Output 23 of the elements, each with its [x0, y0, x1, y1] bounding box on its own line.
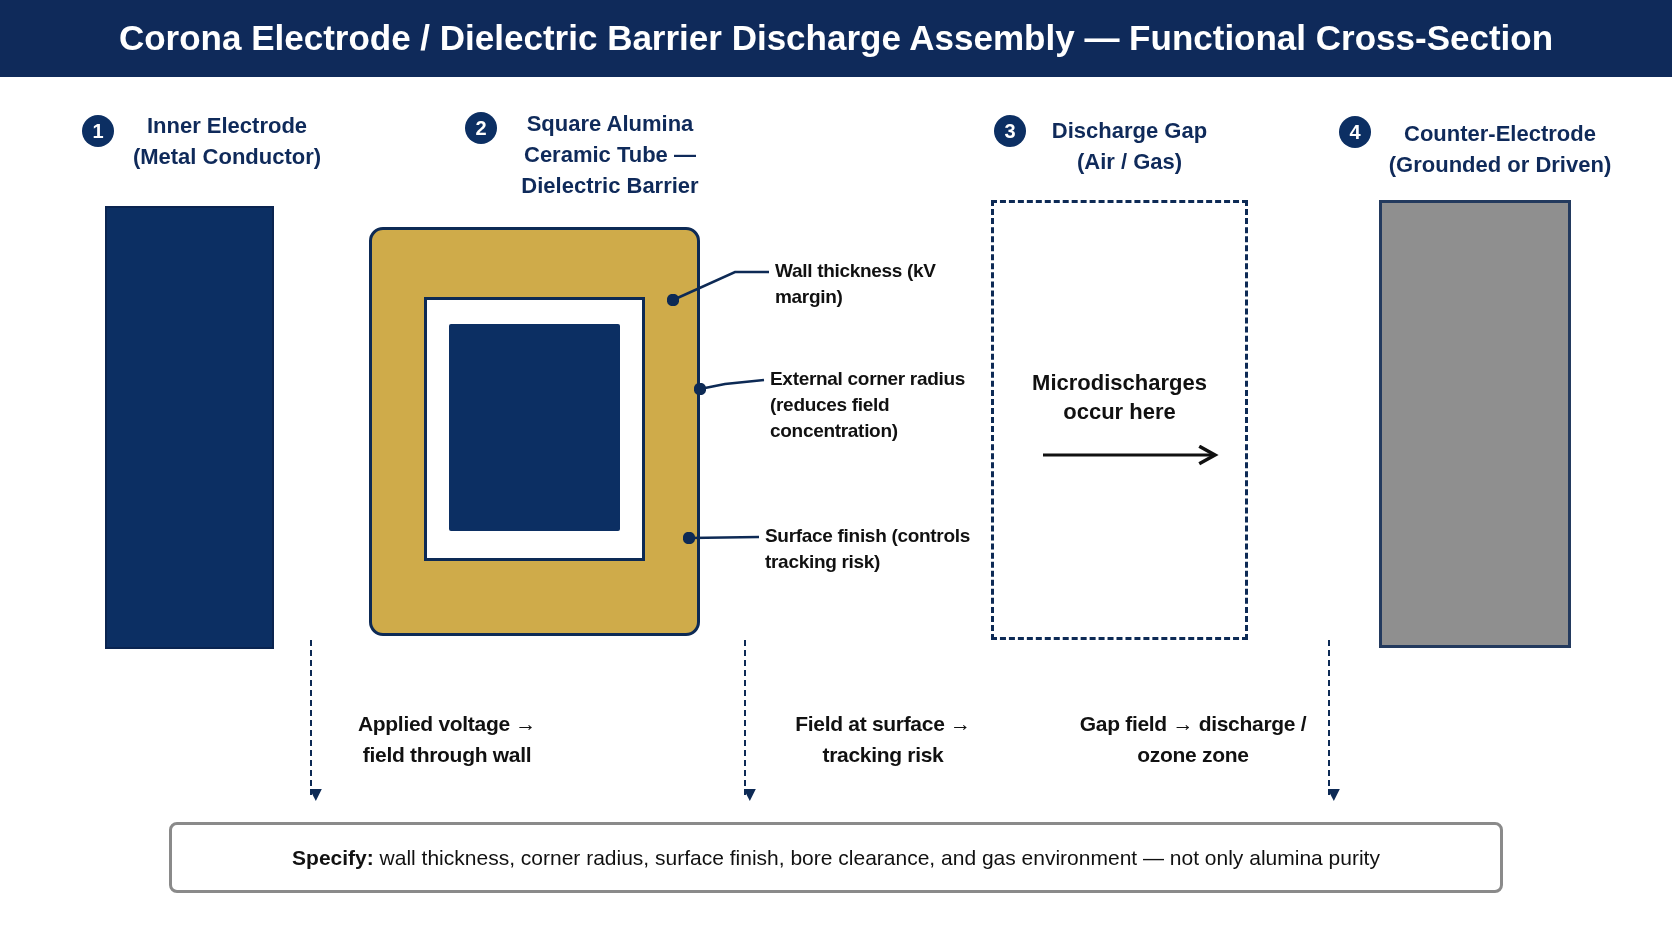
number-badge: 2 [465, 112, 497, 144]
section-heading: Counter-Electrode (Grounded or Driven) [1387, 120, 1613, 179]
callout-text: Wall thickness (kV margin) [775, 258, 940, 318]
title-bar: Corona Electrode / Dielectric Barrier Discharge Assembly — Functional Cross-Section [0, 0, 1672, 77]
callout-text: Surface finish (controls tracking risk) [765, 523, 997, 583]
section-heading: Discharge Gap (Air / Gas) [1050, 117, 1209, 176]
effect-label: Field at surface → tracking risk [794, 711, 972, 768]
note-text: Specify: wall thickness, corner radius, surface finish, bore clearance, and gas environment — not only alumina purity [292, 844, 1380, 871]
callout-text: External corner radius (reduces field concentration) [770, 366, 980, 456]
leader-line [666, 270, 769, 307]
section-heading: Inner Electrode (Metal Conductor) [131, 112, 323, 171]
effect-label: Applied voltage → field through wall [356, 711, 538, 768]
leader-line [693, 378, 765, 396]
number-badge: 4 [1339, 116, 1371, 148]
number-badge: 1 [82, 115, 114, 147]
leader-line [682, 531, 759, 545]
effect-label: Gap field → discharge / ozone zone [1078, 711, 1308, 768]
section-heading: Square Alumina Ceramic Tube — Dielectric Barrier [520, 110, 700, 200]
electrode-cross-section [449, 324, 620, 531]
gap-note: Microdischarges occur here [1031, 369, 1208, 426]
tube-bore [424, 297, 645, 561]
note-box [169, 822, 1503, 893]
number-badge: 3 [994, 115, 1026, 147]
